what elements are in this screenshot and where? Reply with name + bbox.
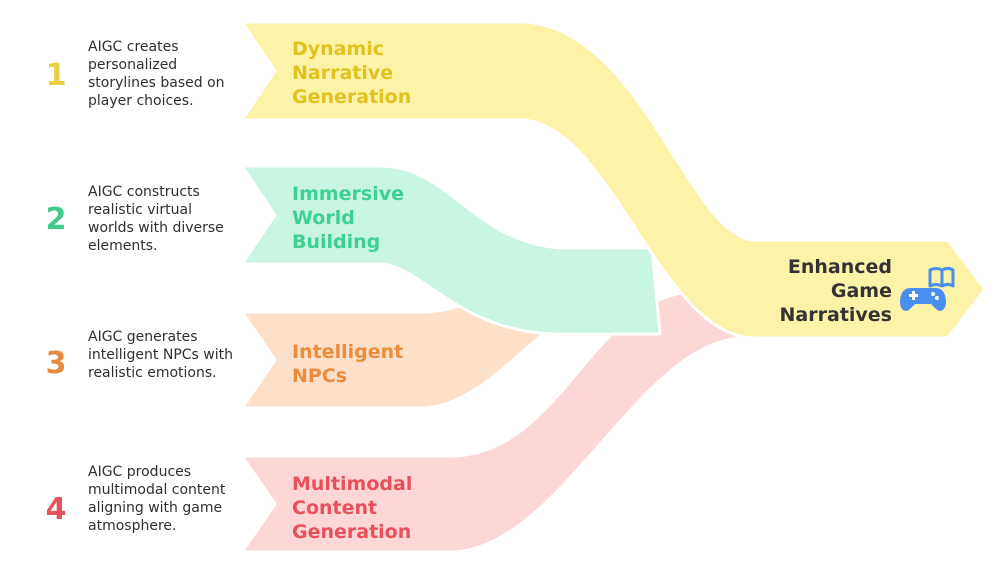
step-number-1: 1 — [45, 58, 67, 93]
flow-ribbon-1 — [240, 20, 987, 340]
flow-ribbon-3 — [240, 288, 550, 410]
flow-ribbon-4 — [240, 290, 747, 554]
step-description-3: AIGC generates intelligent NPCs with rea… — [88, 329, 233, 381]
step-description-1: AIGC creates personalized storylines bas… — [88, 39, 225, 109]
step-description-4: AIGC produces multimodal content alignin… — [88, 464, 226, 534]
output-label: Enhanced Game Narratives — [779, 256, 892, 326]
step-number-4: 4 — [45, 492, 67, 527]
step-label-1: Dynamic Narrative Generation — [292, 38, 412, 108]
step-number-3: 3 — [45, 346, 67, 381]
step-description-2: AIGC constructs realistic virtual worlds… — [88, 184, 224, 254]
book-gamepad-icon — [900, 264, 956, 320]
step-label-2: Immersive World Building — [292, 183, 405, 253]
step-label-3: Intelligent NPCs — [292, 341, 404, 387]
step-number-2: 2 — [45, 202, 67, 237]
flow-ribbon-2 — [240, 164, 662, 336]
step-label-4: Multimodal Content Generation — [292, 473, 413, 543]
